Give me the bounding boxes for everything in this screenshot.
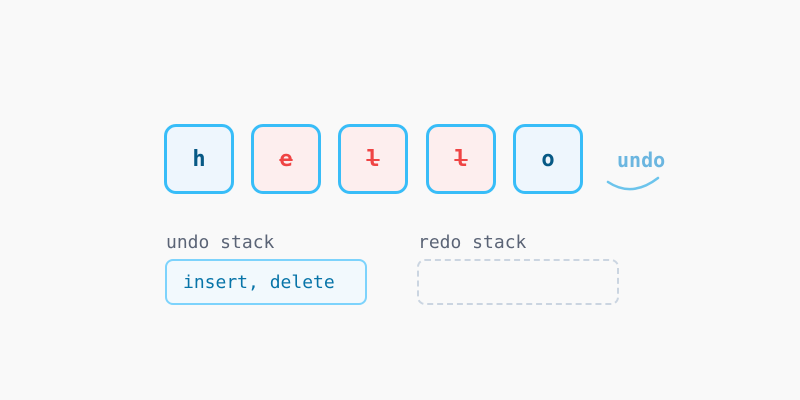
char-label: e <box>279 146 293 172</box>
char-tile-o: o <box>513 124 583 194</box>
char-label: l <box>366 146 380 172</box>
undo-action-label: undo <box>617 148 666 172</box>
undo-stack-content: insert, delete <box>183 271 335 293</box>
redo-stack-label: redo stack <box>418 232 527 253</box>
char-label: o <box>541 146 555 172</box>
char-label: l <box>454 146 468 172</box>
undo-stack-box: insert, delete <box>165 259 367 305</box>
redo-stack-box <box>417 259 619 305</box>
char-label: h <box>192 146 206 172</box>
char-tile-l-deleted: l <box>338 124 408 194</box>
curved-arrow-icon <box>606 176 660 191</box>
char-tile-h: h <box>164 124 234 194</box>
char-tile-e-deleted: e <box>251 124 321 194</box>
undo-stack-label: undo stack <box>166 232 275 253</box>
char-tile-l-deleted: l <box>426 124 496 194</box>
